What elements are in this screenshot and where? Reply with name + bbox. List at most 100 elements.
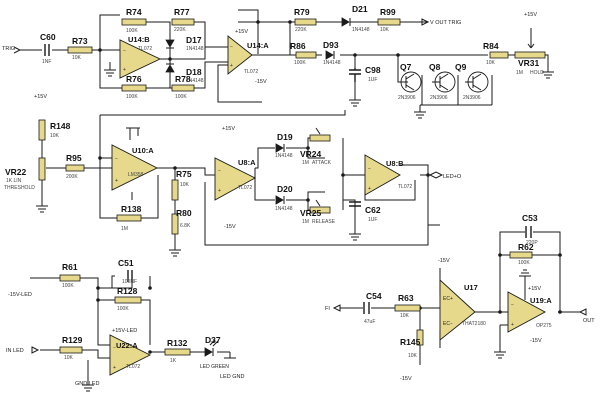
svg-text:U19:A: U19:A (530, 296, 552, 305)
svg-text:C53: C53 (522, 213, 538, 223)
svg-text:R77: R77 (174, 7, 190, 17)
svg-text:R75: R75 (176, 169, 192, 179)
svg-text:1M: 1M (121, 226, 128, 232)
svg-text:−: − (218, 168, 221, 174)
capacitor-c51: C51 100NF (118, 258, 137, 285)
svg-text:R63: R63 (398, 293, 414, 303)
net-label-plus15-u19a: +15V (528, 286, 541, 292)
diode-d21: D21 1N4148 (341, 4, 370, 33)
ground-icon (169, 245, 181, 257)
resistor-r148: R148 10K (38, 119, 71, 141)
svg-text:Q9: Q9 (455, 62, 467, 72)
svg-text:R73: R73 (72, 36, 88, 46)
resistor-r79: R79 220K (294, 7, 317, 33)
svg-text:TL072: TL072 (244, 69, 258, 75)
output-port-icon (421, 18, 430, 26)
svg-text:EC+: EC+ (443, 296, 453, 302)
svg-text:−: − (368, 166, 371, 172)
net-label-out: OUT (583, 318, 595, 324)
net-label-minus15-r145: -15V (400, 376, 412, 382)
net-label-led-gnd: LED GND (220, 374, 244, 380)
svg-text:RELEASE: RELEASE (312, 219, 336, 225)
input-port-icon (31, 346, 40, 354)
svg-text:VR22: VR22 (5, 167, 27, 177)
svg-text:R128: R128 (117, 286, 138, 296)
resistor-r99: R99 10K (377, 7, 401, 33)
input-port-icon (332, 304, 341, 312)
wires (20, 9, 580, 380)
capacitor-c54: C54 47uF (363, 291, 382, 325)
potentiometer-vr24: VR24 1M ATTACK (300, 127, 332, 166)
ground-symbols (36, 62, 554, 392)
svg-text:D37: D37 (205, 335, 221, 345)
transistors: Q7 2N3906 Q8 2N3906 Q9 2N3906 (398, 62, 489, 101)
ground-icon (224, 352, 236, 359)
svg-text:R76: R76 (126, 74, 142, 84)
svg-text:ATTACK: ATTACK (312, 160, 332, 166)
svg-text:100K: 100K (126, 28, 138, 34)
svg-text:D18: D18 (186, 67, 202, 77)
capacitor-c98: C98 1UF (349, 65, 381, 83)
resistor-r63: R63 10K (394, 293, 421, 319)
svg-text:−: − (113, 345, 116, 351)
opamp-u14b: −+ U14:B TL072 (119, 35, 162, 79)
net-label-minus15-u8a: -15V (224, 224, 236, 230)
svg-text:U14:A: U14:A (247, 41, 269, 50)
svg-text:100K: 100K (175, 94, 187, 100)
capacitor-c53: C53 220P (522, 213, 538, 246)
resistor-r86: R86 100K (290, 41, 317, 66)
ground-icon (414, 105, 426, 119)
svg-text:C98: C98 (365, 65, 381, 75)
svg-text:47uF: 47uF (364, 319, 375, 325)
net-label-plus15-u8a: +15V (222, 126, 235, 132)
svg-text:R79: R79 (294, 7, 310, 17)
resistor-r80: R80 6.8K (171, 208, 192, 235)
svg-text:R84: R84 (483, 41, 499, 51)
transistor-q8: Q8 2N3906 (429, 62, 456, 101)
net-label-plus15-led: +15V-LED (112, 328, 137, 334)
net-label-minus15-u19a: -15V (530, 338, 542, 344)
resistor-r74: R74 100K (121, 7, 147, 34)
svg-text:Q8: Q8 (429, 62, 441, 72)
opamp-u10a: −+ U10:A LM358 (111, 144, 159, 191)
svg-text:+: + (115, 178, 118, 184)
output-port-icon (578, 308, 587, 316)
net-label-fi: FI (325, 306, 330, 312)
capacitor-c62: C62 1UF (349, 201, 381, 223)
ground-icon (104, 62, 116, 77)
svg-text:+: + (113, 365, 116, 371)
potentiometer-vr25: VR25 1M RELEASE (300, 199, 336, 225)
svg-text:D21: D21 (352, 4, 368, 14)
diode-d20: D20 1N4148 (275, 184, 293, 212)
svg-text:1N4148: 1N4148 (186, 78, 204, 84)
net-label-vout-trig: V OUT TRIG (430, 20, 461, 26)
svg-text:1N4148: 1N4148 (186, 46, 204, 52)
svg-text:D20: D20 (277, 184, 293, 194)
diode-d18: D18 1N4148 (165, 63, 204, 84)
svg-text:TL072: TL072 (238, 185, 252, 191)
svg-text:R99: R99 (380, 7, 396, 17)
svg-text:R95: R95 (66, 153, 82, 163)
svg-text:100K: 100K (294, 60, 306, 66)
svg-text:220K: 220K (295, 27, 307, 33)
svg-text:+: + (123, 67, 126, 73)
svg-text:VR25: VR25 (300, 208, 322, 218)
resistor-r73: R73 10K (67, 36, 93, 61)
svg-text:R80: R80 (176, 208, 192, 218)
svg-text:Q7: Q7 (400, 62, 412, 72)
ground-icon (82, 380, 94, 392)
diode-d93: D93 1N4148 (323, 40, 341, 66)
svg-text:+: + (511, 322, 514, 328)
resistor-r75: R75 10K (171, 169, 192, 201)
opamp-u22a: −+ U22:A TL072 (109, 334, 152, 376)
svg-text:+: + (230, 63, 233, 69)
svg-text:10K: 10K (408, 353, 418, 359)
svg-text:U10:A: U10:A (132, 146, 154, 155)
svg-text:10K: 10K (486, 60, 496, 66)
svg-text:R145: R145 (400, 337, 421, 347)
svg-text:C60: C60 (40, 32, 56, 42)
svg-text:−: − (230, 44, 233, 50)
svg-text:2N3906: 2N3906 (430, 95, 448, 101)
opamp-u19a: −+ U19:A OP275 (507, 291, 552, 333)
